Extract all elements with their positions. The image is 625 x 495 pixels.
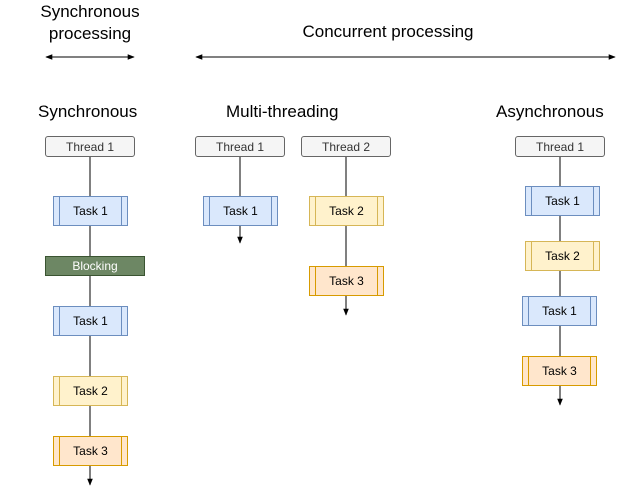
sync-task-1-resumed: Task 1: [53, 306, 128, 336]
sync-processing-header-line1: Synchronous: [40, 2, 140, 21]
mt-thread1-task-1-label: Task 1: [223, 204, 258, 218]
sync-task-1: Task 1: [53, 196, 128, 226]
async-task-2: Task 2: [525, 241, 600, 271]
mt-thread2-task-3: Task 3: [309, 266, 384, 296]
async-task-1-resumed: Task 1: [522, 296, 597, 326]
async-thread-box: Thread 1: [515, 136, 605, 157]
async-task-2-label: Task 2: [545, 249, 580, 263]
concurrent-processing-header: Concurrent processing: [302, 22, 474, 41]
sync-task-3-label: Task 3: [73, 444, 108, 458]
async-task-1-label: Task 1: [545, 194, 580, 208]
sync-task-2: Task 2: [53, 376, 128, 406]
mt-thread2-task-2: Task 2: [309, 196, 384, 226]
sync-processing-header-line2: processing: [48, 24, 132, 43]
sync-task-3: Task 3: [53, 436, 128, 466]
sync-task-2-label: Task 2: [73, 384, 108, 398]
asynchronous-title: Asynchronous: [496, 102, 604, 121]
mt-thread1-task-1: Task 1: [203, 196, 278, 226]
mt-thread2-task-2-label: Task 2: [329, 204, 364, 218]
mt-thread2-task-3-label: Task 3: [329, 274, 364, 288]
sync-task-1-resumed-label: Task 1: [73, 314, 108, 328]
async-task-3: Task 3: [522, 356, 597, 386]
synchronous-title: Synchronous: [38, 102, 138, 121]
sync-task-1-label: Task 1: [73, 204, 108, 218]
sync-processing-header: Synchronous processing: [30, 1, 150, 45]
sync-blocking-box: Blocking: [45, 256, 145, 276]
mt-thread2-box: Thread 2: [301, 136, 391, 157]
async-task-1: Task 1: [525, 186, 600, 216]
sync-thread-box: Thread 1: [45, 136, 135, 157]
mt-thread1-box: Thread 1: [195, 136, 285, 157]
async-task-3-label: Task 3: [542, 364, 577, 378]
async-task-1-resumed-label: Task 1: [542, 304, 577, 318]
multithreading-title: Multi-threading: [226, 102, 339, 121]
